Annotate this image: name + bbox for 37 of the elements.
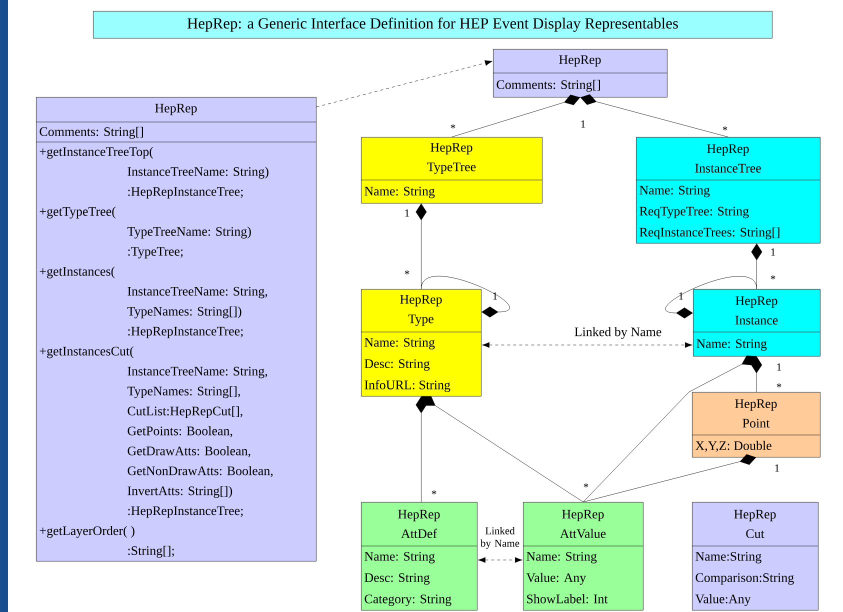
class-box: HepRep Comments: String[] — [492, 49, 668, 98]
multiplicity-label: * — [450, 124, 456, 128]
composition-line — [452, 94, 580, 138]
composition-line — [421, 276, 510, 318]
composition-line — [580, 94, 728, 138]
composition-line — [583, 356, 757, 502]
multiplicity-label: 1 — [581, 120, 586, 128]
composition-line — [751, 356, 762, 392]
multiplicity-label: 1 — [777, 363, 782, 371]
multiplicity-label: * — [404, 270, 410, 274]
composition-line — [583, 454, 756, 502]
class-box: HepRep Cut Name:String Comparison:String Value:Any — [692, 502, 818, 610]
edge-label: Linked by Name — [574, 327, 662, 339]
arrow — [478, 557, 522, 563]
title-box: HepRep: a Generic Interface Definition for HEP Event Display Representables — [93, 11, 772, 38]
composition-line — [665, 276, 757, 318]
class-box: HepRep Point X,Y,Z: Double — [692, 392, 820, 458]
multiplicity-label: * — [432, 490, 436, 494]
composition-line — [416, 396, 427, 502]
class-box: HepRep InstanceTree Name: String ReqTypeTree: String ReqInstanceTrees: String[] — [636, 137, 820, 244]
multiplicity-label: * — [722, 126, 728, 130]
class-box: HepRep Comments: String[] +getInstanceTreeTop( InstanceTreeName: String) :HepRepInstanceTree; +getTypeTree( TypeTreeName: String) :TypeTree; +getInstances( InstanceTreeName: String, TypeNames: String[]) :HepRepInstanceTree; +getInstancesCut( InstanceTreeName: String, TypeNames: String[], CutList:HepRepCut[], GetPoints: Boolean, GetDrawAtts: Boolean, GetNonDrawAtts: Boolean, InvertAtts: String[]) :HepRepInstanceTree; +getLayerOrder( ) :String[]; — [36, 97, 316, 562]
composition-line — [421, 396, 584, 502]
multiplicity-label: * — [584, 483, 588, 488]
multiplicity-label: * — [770, 275, 776, 280]
edge-label: Linked by Name — [480, 526, 520, 549]
multiplicity-label: 1 — [493, 292, 498, 300]
class-box: HepRep TypeTree Name: String — [360, 137, 542, 204]
multiplicity-label: 1 — [775, 464, 780, 472]
class-box: HepRep Type Name: String Desc: String InfoURL: String — [360, 289, 482, 396]
multiplicity-label: * — [776, 383, 782, 388]
multiplicity-label: 1 — [679, 292, 684, 300]
class-box: HepRep AttValue Name: String Value: Any ShowLabel: Int — [522, 502, 644, 610]
arrow — [316, 60, 492, 108]
class-box: HepRep Instance Name: String — [692, 289, 820, 356]
class-box: HepRep AttDef Name: String Desc: String Category: String — [360, 502, 478, 610]
arrow — [482, 342, 692, 348]
